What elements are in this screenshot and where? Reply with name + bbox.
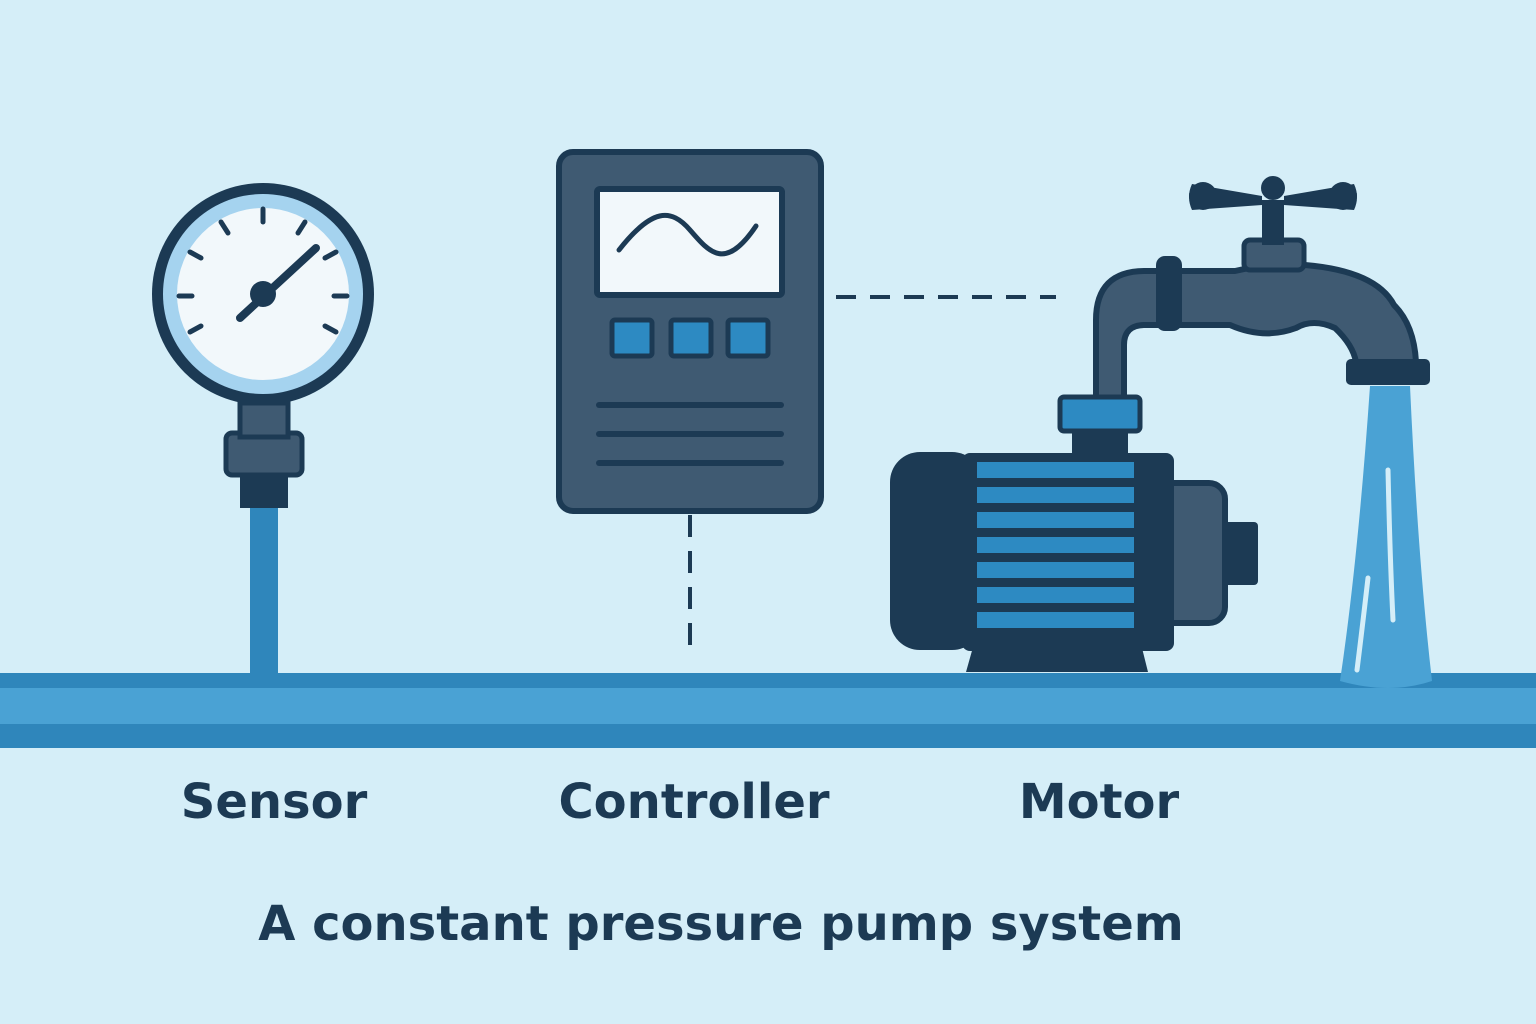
water-stream-icon — [1340, 386, 1432, 688]
main-pipe — [0, 673, 1536, 748]
controller-label: Controller — [558, 774, 830, 830]
pressure-gauge-icon — [152, 183, 374, 676]
motor-label: Motor — [1018, 774, 1180, 830]
diagram-caption: A constant pressure pump system — [258, 896, 1184, 952]
controller-panel-icon — [556, 149, 824, 514]
faucet-icon — [1057, 176, 1430, 457]
pump-motor-icon — [890, 452, 1258, 672]
sensor-label: Sensor — [180, 774, 368, 830]
